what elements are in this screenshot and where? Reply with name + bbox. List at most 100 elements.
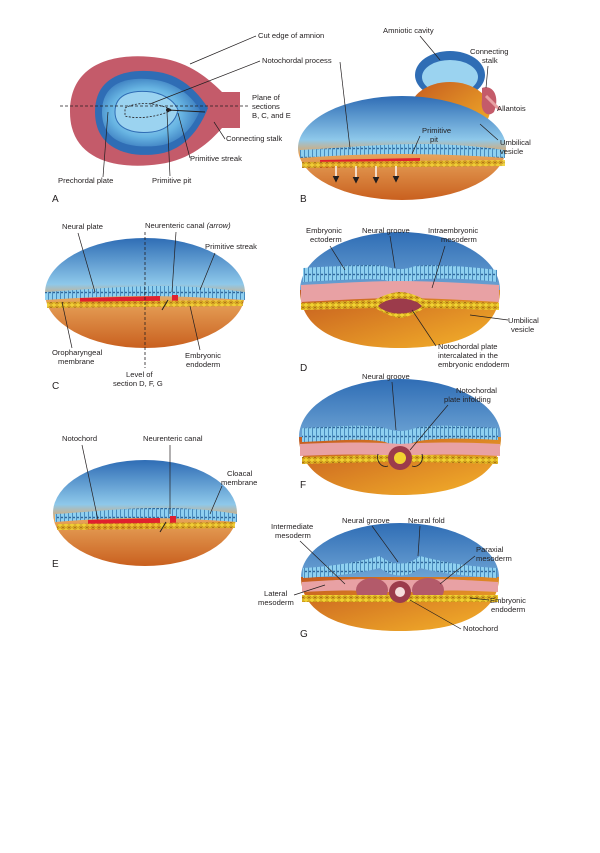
label-paraxial-2: mesoderm: [476, 554, 512, 563]
leader-notochord-e: [81, 444, 99, 521]
leader-intraembryonic-d: [431, 245, 446, 289]
label-connecting-stalk-b1: Connecting: [470, 47, 508, 56]
label-embryonic-endoderm-c2: endoderm: [186, 360, 220, 369]
neurenteric-canal-c: [172, 295, 178, 302]
panel-letter-e: E: [52, 559, 59, 570]
label-neurenteric-canal-c-text: Neurenteric canal: [145, 221, 205, 230]
label-oropharyngeal-2: membrane: [58, 357, 94, 366]
leader-primitive-streak-a: [177, 112, 191, 159]
endoderm-e: [57, 522, 235, 530]
label-amniotic-cavity: Amniotic cavity: [383, 26, 434, 35]
label-notochordal-plate-3: embryonic endoderm: [438, 360, 509, 369]
label-connecting-stalk-a: Connecting stalk: [226, 134, 282, 143]
label-notochordal-plate-2: intercalated in the: [438, 351, 498, 360]
panel-letter-g: G: [300, 629, 308, 640]
label-neural-plate-c: Neural plate: [62, 222, 103, 231]
leader-oropharyngeal: [61, 301, 73, 349]
label-paraxial-1: Paraxial: [476, 545, 504, 554]
primitive-streak-mark: [167, 109, 206, 113]
leader-neural-groove-g: [371, 525, 399, 563]
label-infolding-1: Notochordal: [456, 386, 497, 395]
leader-cloacal: [209, 485, 223, 515]
label-lateral-1: Lateral: [264, 589, 288, 598]
ectoderm-f: [302, 425, 498, 445]
panel-f: Neural groove Notochordal plate infoldin…: [299, 372, 501, 495]
leader-neural-groove-f: [391, 381, 397, 431]
leader-prechordal-plate: [102, 111, 109, 178]
notochord-g-center: [395, 587, 405, 597]
arrows-b: [335, 166, 397, 180]
label-primitive-streak-c: Primitive streak: [205, 242, 257, 251]
leader-notochord-g: [409, 599, 462, 630]
label-neural-groove-f: Neural groove: [362, 372, 410, 381]
panel-a: Cut edge of amnion Notochordal process P…: [52, 31, 332, 205]
panel-letter-a: A: [52, 194, 59, 205]
panel-d: Embryonic ectoderm Neural groove Intraem…: [300, 226, 539, 374]
leader-connecting-stalk-b: [485, 65, 489, 89]
label-embryonic-ectoderm-d2: ectoderm: [310, 235, 342, 244]
label-primitive-pit-b1: Primitive: [422, 126, 451, 135]
leader-notochordal-process-b: [339, 61, 351, 149]
panel-g: Neural groove Neural fold Intermediate m…: [258, 516, 526, 640]
label-umbilical-vesicle-b1: Umbilical: [500, 138, 531, 147]
leader-neural-fold: [417, 525, 421, 557]
panel-c: Neural plate Neurenteric canal (arrow) P…: [45, 221, 257, 392]
allantois-b: [484, 94, 502, 112]
label-plane-1: Plane of: [252, 93, 281, 102]
label-prechordal-plate: Prechordal plate: [58, 176, 113, 185]
leader-neurenteric-canal-c: [171, 231, 177, 293]
label-umbilical-vesicle-b2: vesicle: [500, 147, 523, 156]
label-embryonic-endoderm-g2: endoderm: [491, 605, 525, 614]
label-neurenteric-canal-e: Neurenteric canal: [143, 434, 203, 443]
leader-neural-plate-c: [77, 232, 96, 293]
label-cloacal-1: Cloacal: [227, 469, 253, 478]
label-notochordal-plate-1: Notochordal plate: [438, 342, 498, 351]
label-oropharyngeal-1: Oropharyngeal: [52, 348, 103, 357]
leader-embryonic-endoderm-c: [189, 305, 201, 351]
notochordal-area: [114, 90, 179, 133]
label-notochord-g: Notochord: [463, 624, 498, 633]
label-embryonic-endoderm-c1: Embryonic: [185, 351, 221, 360]
mesoderm-d: [301, 281, 499, 302]
ectoderm-e: [55, 508, 237, 522]
leader-intermediate: [299, 540, 346, 585]
label-notochordal-process: Notochordal process: [262, 56, 332, 65]
infolding-arrows: [377, 453, 423, 467]
notochordal-process-outline: [124, 103, 173, 118]
label-level-2: section D, F, G: [113, 379, 163, 388]
leader-embryonic-endoderm-g: [469, 597, 490, 601]
leader-umbilical-vesicle-d: [469, 314, 509, 321]
label-intraembryonic-2: mesoderm: [441, 235, 477, 244]
label-primitive-pit-b2: pit: [430, 135, 439, 144]
panel-b: Amniotic cavity Connecting stalk Allanto…: [298, 26, 531, 205]
ectoderm-b: [300, 144, 505, 158]
label-intraembryonic-1: Intraembryonic: [428, 226, 478, 235]
leader-primitive-streak-c: [199, 252, 216, 291]
notochordal-plate-d: [378, 298, 422, 314]
label-connecting-stalk-b2: stalk: [482, 56, 498, 65]
ectoderm-d: [303, 265, 497, 283]
label-neurenteric-arrow: (arrow): [207, 221, 232, 230]
leader-infolding: [409, 404, 449, 451]
leader-cut-edge: [189, 35, 257, 65]
leader-notochordal-plate-d: [411, 309, 437, 347]
leader-connecting-stalk-a: [213, 121, 226, 140]
label-infolding-2: plate infolding: [444, 395, 491, 404]
panel-letter-c: C: [52, 381, 59, 392]
ectoderm-g: [303, 556, 497, 578]
label-level-1: Level of: [126, 370, 153, 379]
label-umbilical-vesicle-d2: vesicle: [511, 325, 534, 334]
neurenteric-arrow-e: [159, 521, 167, 533]
label-notochord-e: Notochord: [62, 434, 97, 443]
panel-letter-f: F: [300, 480, 306, 491]
label-lateral-2: mesoderm: [258, 598, 294, 607]
label-embryonic-endoderm-g1: Embryonic: [490, 596, 526, 605]
panel-letter-d: D: [300, 363, 307, 374]
label-neural-fold: Neural fold: [408, 516, 445, 525]
label-intermediate-1: Intermediate: [271, 522, 313, 531]
label-plane-2: sections: [252, 102, 280, 111]
endoderm-b: [302, 160, 505, 168]
label-primitive-streak-a: Primitive streak: [190, 154, 242, 163]
